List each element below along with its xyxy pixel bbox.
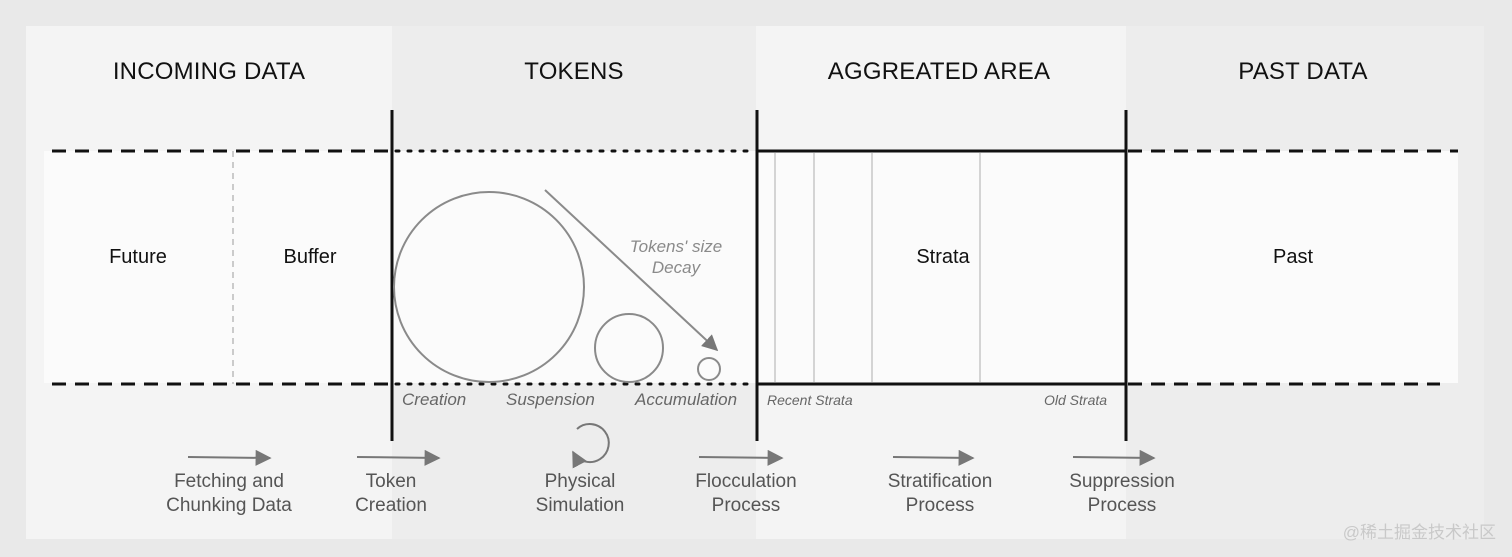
stratification-arrow-icon [892,449,975,466]
process-stratification: Stratification Process [870,470,1010,518]
strata-band [756,151,1126,383]
stage-creation: Creation [402,390,467,409]
decay-arrow [544,189,719,352]
rotation-arrow-icon [572,423,610,469]
tokens-band [392,151,756,383]
heading-aggregated-area: AGGREATED AREA [827,58,1051,85]
large-token-circle [393,191,585,383]
old-strata-label: Old Strata [1044,392,1108,408]
zone-past: Past [1272,246,1314,268]
process-physical-line1: Physical [544,471,616,492]
process-fetching-line1: Fetching and [174,471,284,492]
zone-buffer: Buffer [283,246,337,268]
decay-label-line2: Decay [651,258,701,277]
flocculation-arrow-icon [698,449,784,466]
zone-future: Future [109,246,167,268]
process-flocculation-line1: Flocculation [695,471,797,492]
incoming-band [44,151,392,383]
process-fetching-line2: Chunking Data [166,495,292,516]
process-token-creation-line2: Creation [355,495,427,516]
stage-suspension: Suspension [506,390,595,409]
heading-tokens: TOKENS [524,58,624,85]
process-stratification-line2: Process [905,495,975,516]
process-fetching: Fetching and Chunking Data [149,470,309,518]
watermark: @稀土掘金技术社区 [1342,523,1496,542]
token-creation-arrow-icon [356,449,441,466]
process-stratification-line1: Stratification [887,471,993,492]
process-suppression-line2: Process [1087,495,1157,516]
suppression-arrow-icon [1072,449,1156,466]
heading-past-data: PAST DATA [1238,58,1368,85]
process-flocculation: Flocculation Process [681,470,811,518]
process-physical-simulation: Physical Simulation [515,470,645,518]
stage-accumulation: Accumulation [635,390,738,409]
zone-strata: Strata [916,246,970,268]
process-token-creation: Token Creation [331,470,451,518]
medium-token-circle [594,313,664,383]
process-flocculation-line2: Process [711,495,781,516]
heading-incoming-data: INCOMING DATA [112,58,306,85]
past-band [1126,151,1458,383]
fetching-arrow-icon [187,449,272,466]
tokens-size-decay-label: Tokens' size Decay [606,236,746,278]
process-token-creation-line1: Token [365,471,417,492]
process-suppression: Suppression Process [1052,470,1192,518]
recent-strata-label: Recent Strata [767,392,853,408]
process-suppression-line1: Suppression [1069,471,1175,492]
process-physical-line2: Simulation [535,495,625,516]
decay-label-line1: Tokens' size [629,237,723,256]
small-token-circle [697,357,721,381]
